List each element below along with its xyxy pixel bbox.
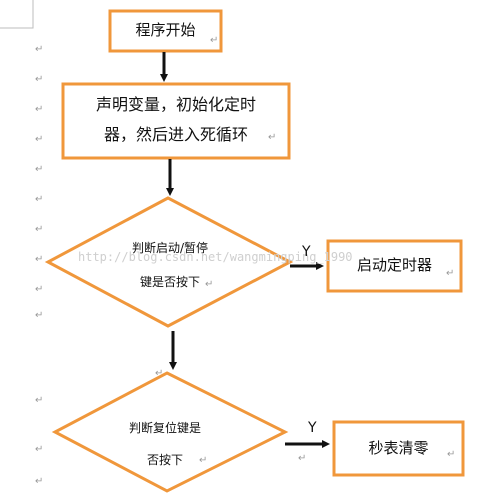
start-box bbox=[108, 9, 223, 53]
paragraph-mark: ↵ bbox=[35, 254, 44, 265]
paragraph-mark: ↵ bbox=[35, 224, 44, 235]
start-timer-box bbox=[326, 239, 463, 293]
paragraph-mark: ↵ bbox=[446, 268, 455, 279]
paragraph-mark: ↵ bbox=[35, 284, 44, 295]
declare-box bbox=[61, 82, 291, 160]
declare-label-line1: 声明变量，初始化定时 bbox=[95, 95, 256, 114]
decision-start-pause-diamond bbox=[44, 196, 294, 328]
decision-start-pause-label-line2: 键是否按下 bbox=[139, 275, 200, 289]
page-margin-corner bbox=[0, 0, 34, 29]
paragraph-mark: ↵ bbox=[35, 476, 44, 487]
paragraph-mark: ↵ bbox=[155, 368, 164, 379]
paragraph-mark: ↵ bbox=[35, 134, 44, 145]
paragraph-mark: ↵ bbox=[35, 104, 44, 115]
paragraph-mark: ↵ bbox=[35, 395, 44, 406]
paragraph-mark: ↵ bbox=[35, 194, 44, 205]
clear-stopwatch-box bbox=[332, 420, 465, 477]
decision-reset-diamond bbox=[51, 371, 289, 493]
yes-label-start-pause: Y bbox=[302, 244, 311, 260]
decision-start-pause-label-line1: 判断启动/暂停 bbox=[131, 241, 209, 255]
paragraph-mark: ↵ bbox=[447, 449, 456, 460]
start-timer-label: 启动定时器 bbox=[356, 256, 432, 274]
declare-label-line2: 器，然后进入死循环 bbox=[103, 125, 248, 144]
paragraph-mark: ↵ bbox=[35, 444, 44, 455]
paragraph-mark: ↵ bbox=[205, 279, 214, 290]
decision-reset-label-line2: 否按下 bbox=[146, 453, 183, 467]
start-label: 程序开始 bbox=[135, 21, 196, 39]
watermark: http://blog.csdn.net/wangmingping_1990 bbox=[78, 250, 353, 264]
paragraph-mark: ↵ bbox=[35, 44, 44, 55]
paragraph-mark: ↵ bbox=[298, 453, 307, 464]
paragraph-mark: ↵ bbox=[35, 310, 44, 321]
paragraph-mark: ↵ bbox=[268, 132, 277, 143]
paragraph-mark: ↵ bbox=[35, 164, 44, 175]
clear-stopwatch-label: 秒表清零 bbox=[368, 439, 429, 457]
paragraph-mark: ↵ bbox=[210, 35, 219, 46]
decision-reset-label-line1: 判断复位键是 bbox=[128, 421, 201, 435]
yes-label-reset: Y bbox=[308, 420, 317, 436]
paragraph-mark: ↵ bbox=[35, 74, 44, 85]
paragraph-mark: ↵ bbox=[199, 455, 208, 466]
